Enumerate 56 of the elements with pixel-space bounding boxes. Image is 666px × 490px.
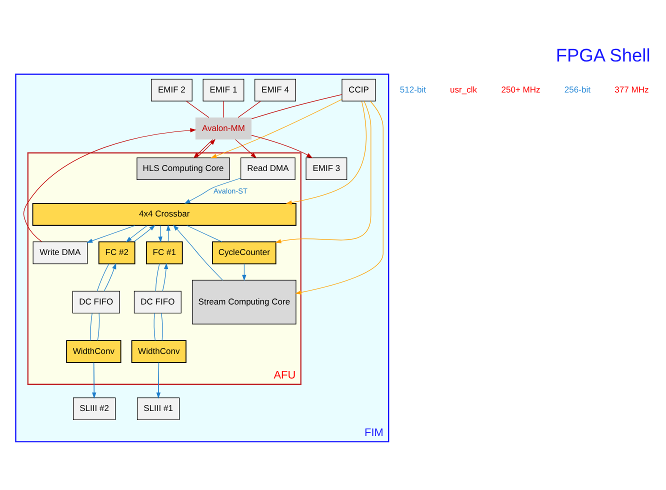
node-box: WidthConv	[66, 340, 122, 362]
node-box: Write DMA	[32, 241, 88, 264]
connector	[158, 362, 160, 398]
arrow	[126, 224, 148, 242]
arrow	[196, 138, 216, 158]
arrow	[184, 177, 242, 204]
node-box: SLIII #2	[73, 397, 116, 420]
node-box: EMIF 2	[150, 78, 192, 101]
node-box: DC FIFO	[134, 290, 182, 313]
arrow	[166, 224, 171, 242]
connector	[186, 224, 222, 242]
connector	[96, 263, 110, 291]
node-box: WidthConv	[131, 340, 186, 362]
node-box: Read DMA	[240, 156, 296, 180]
node-box: EMIF 1	[202, 78, 244, 101]
connector	[251, 94, 342, 119]
connector	[238, 100, 261, 118]
arrow	[210, 98, 342, 158]
arrow	[104, 262, 116, 291]
arrow	[286, 100, 366, 204]
label: 512-bit	[400, 84, 426, 94]
arrow	[193, 138, 214, 158]
node-box: SLIII #1	[136, 397, 180, 420]
arrow	[295, 100, 384, 294]
node-box: HLS Computing Core	[136, 156, 230, 180]
connector	[97, 312, 100, 340]
arrow	[158, 224, 162, 242]
arrow	[23, 128, 196, 242]
node-box: CycleCounter	[212, 240, 276, 264]
label: 256-bit	[564, 84, 590, 94]
node-box: EMIF 3	[306, 156, 348, 180]
node-box: Avalon-MM	[195, 117, 252, 139]
connector	[155, 263, 160, 291]
connector	[90, 312, 92, 340]
arrow	[162, 262, 168, 291]
arrow	[242, 263, 246, 280]
node-box: 4x4 Crossbar	[32, 202, 296, 226]
node-box: EMIF 4	[254, 78, 296, 101]
arrow	[134, 224, 156, 242]
node-box: FC #2	[98, 240, 136, 264]
label: 250+ MHz	[501, 84, 540, 94]
node-box: DC FIFO	[72, 290, 120, 313]
node-box: Stream Computing Core	[192, 279, 296, 324]
arrow	[86, 224, 136, 242]
arrow	[235, 138, 257, 158]
diagram-title: FPGA Shell	[556, 44, 650, 65]
node-box: FC #1	[146, 240, 183, 264]
label: 377 MHz	[614, 84, 649, 94]
connector	[161, 312, 163, 340]
arrow	[173, 224, 224, 280]
label: usr_clk	[450, 84, 478, 94]
connector	[186, 100, 210, 118]
arrow	[251, 134, 313, 158]
node-box: CCIP	[342, 78, 376, 101]
connector	[154, 312, 156, 340]
arrow	[275, 100, 372, 243]
